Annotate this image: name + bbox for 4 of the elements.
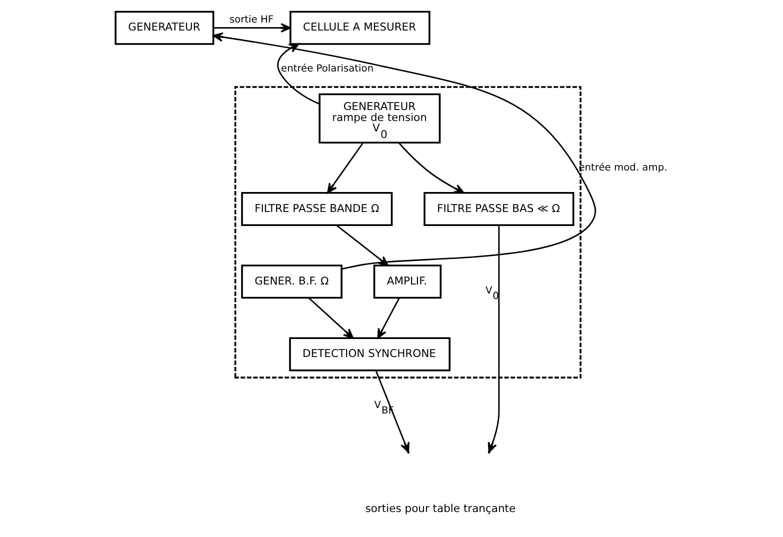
edge-label: entrée mod. amp. [578,162,667,174]
edge-label: entrée Polarisation [280,64,374,75]
label: sorties pour table trançante [364,502,516,515]
edge-label: sortie HF [228,14,274,26]
